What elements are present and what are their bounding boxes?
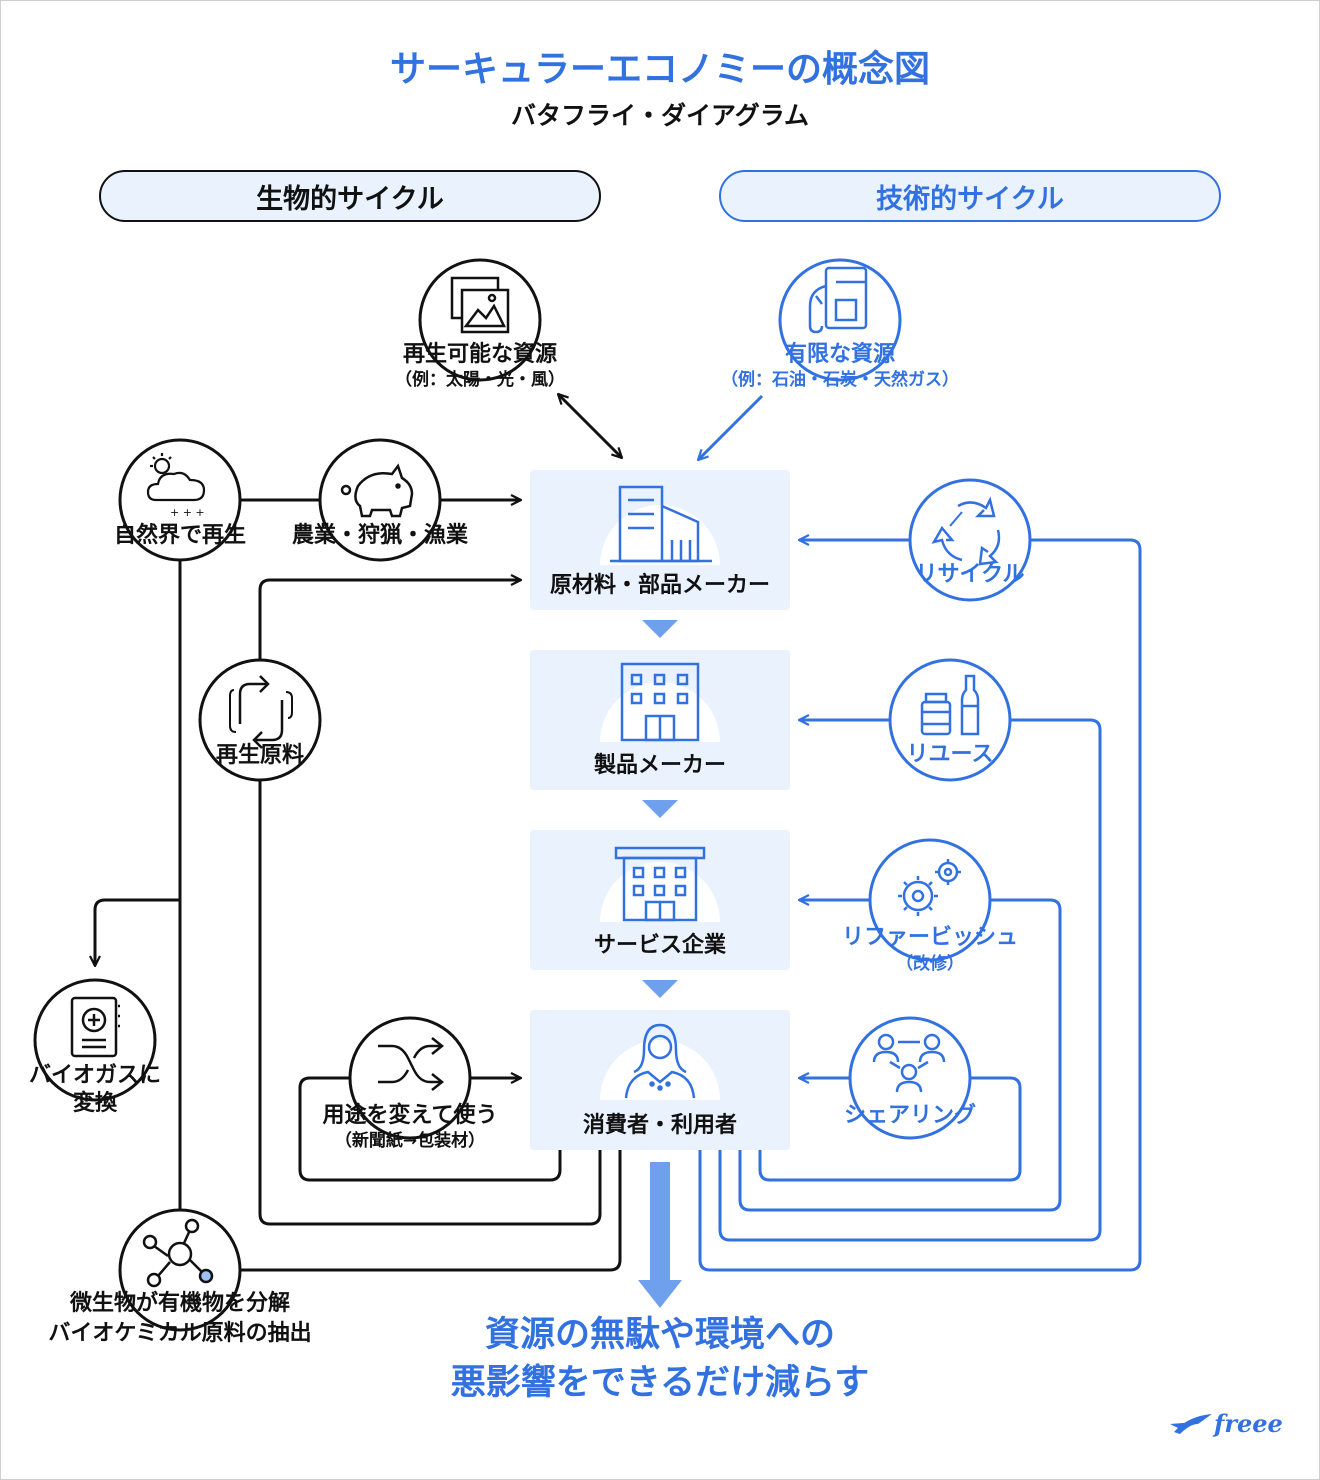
biological-lines	[95, 394, 622, 1272]
service-label: サービス企業	[593, 933, 727, 958]
biological-cycle-label: 生物的サイクル	[99, 170, 601, 222]
sharing-label: シェアリング	[843, 1103, 977, 1128]
recycle-circle	[908, 478, 1032, 602]
result-arrow	[638, 1162, 682, 1308]
technical-cycle-label: 技術的サイクル	[719, 170, 1221, 222]
bottles-icon	[920, 674, 980, 736]
conclusion-line1: 資源の無駄や環境への	[484, 1315, 836, 1355]
reuse-label: リユース	[906, 742, 994, 767]
pig-icon	[340, 463, 414, 518]
recycle-arrows-icon	[229, 675, 293, 749]
finite-label: 有限な資源	[784, 342, 896, 367]
refurbish-note: （改修）	[896, 954, 964, 974]
recycle-label: リサイクル	[915, 562, 1025, 587]
biological-circles	[33, 258, 542, 1332]
technical-lines	[698, 394, 1142, 1272]
picture-icon	[450, 276, 510, 334]
page-subtitle: バタフライ・ダイアグラム	[510, 101, 810, 130]
fuel-pump-icon	[808, 266, 868, 334]
down-triangle-3	[642, 980, 678, 998]
biological-cycle-text: 生物的サイクル	[256, 183, 444, 215]
farming-label: 農業・狩猟・漁業	[291, 523, 469, 548]
repurpose-label: 用途を変えて使う	[322, 1103, 498, 1128]
farming-circle	[318, 438, 442, 562]
person-icon	[624, 1023, 696, 1099]
molecule-icon	[142, 1218, 214, 1288]
recycled-material-label: 再生原料	[215, 743, 305, 768]
down-triangle-1	[642, 620, 678, 638]
refurbish-label: リファービッシュ	[841, 925, 1019, 950]
page-title: サーキュラーエコノミーの概念図	[389, 49, 931, 90]
consumer-label: 消費者・利用者	[582, 1113, 738, 1138]
technical-circles	[778, 258, 1032, 1140]
freee-logo-text: freee	[1212, 1409, 1283, 1438]
gears-icon	[898, 859, 961, 916]
down-triangle-2	[642, 800, 678, 818]
conclusion-line2: 悪影響をできるだけ減らす	[450, 1363, 870, 1403]
biogas-label-line2: 変換	[72, 1091, 118, 1116]
office-building-icon	[620, 662, 700, 742]
biogas-label-line1: バイオガスに	[28, 1063, 162, 1088]
product-label: 製品メーカー	[593, 753, 727, 778]
chain-boxes	[530, 470, 790, 1150]
repurpose-note: （新聞紙→包装材）	[334, 1131, 486, 1151]
micro-label-line2: バイオケミカル原料の抽出	[48, 1321, 312, 1346]
renewable-note: （例：太陽・光・風）	[395, 370, 565, 390]
shuffle-icon	[378, 1037, 445, 1091]
materials-label: 原材料・部品メーカー	[549, 573, 771, 598]
nature-label: 自然界で再生	[113, 523, 247, 548]
refurbish-circle	[868, 838, 992, 962]
finite-note: （例：石油・石炭・天然ガス）	[721, 370, 959, 390]
renewable-label: 再生可能な資源	[402, 342, 558, 367]
freee-logo-mark: freee	[1170, 1409, 1283, 1438]
recycle-icon	[931, 496, 1001, 566]
people-icon	[872, 1033, 946, 1093]
company-building-icon	[614, 846, 706, 922]
freee-logo: freee	[1168, 1402, 1288, 1446]
technical-cycle-text: 技術的サイクル	[876, 183, 1064, 215]
weather-icon: + + +	[146, 453, 206, 519]
factory-icon	[610, 485, 712, 563]
micro-label-line1: 微生物が有機物を分解	[69, 1291, 291, 1316]
recycled-material-circle	[198, 658, 322, 782]
medical-document-icon	[70, 996, 120, 1058]
svg-text:+ + +: + + +	[170, 506, 205, 519]
